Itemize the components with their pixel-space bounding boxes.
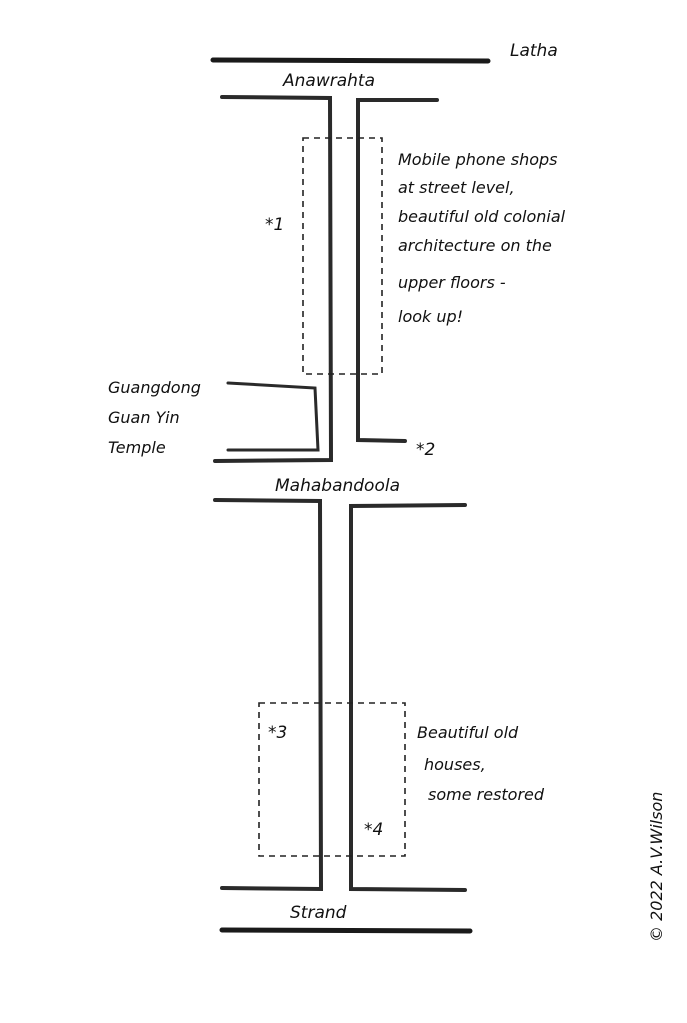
copyright-text: © 2022 A.V.Wilson — [647, 792, 666, 942]
svg-text:look up!: look up! — [398, 307, 463, 326]
svg-text:some restored: some restored — [428, 785, 545, 804]
lower-street-right-edge — [349, 503, 467, 892]
svg-text:beautiful old colonial: beautiful old colonial — [398, 207, 566, 226]
street-label-mahabandoola: Mahabandoola — [275, 476, 400, 496]
marker-1: *1 — [265, 215, 284, 235]
svg-text:upper floors -: upper floors - — [398, 273, 506, 292]
marker-2: *2 — [416, 440, 435, 460]
district-label: Latha — [510, 41, 558, 61]
strand-road-line — [219, 927, 473, 934]
upper-street-left-edge — [213, 95, 334, 463]
svg-text:Beautiful old: Beautiful old — [417, 723, 519, 742]
svg-text:houses,: houses, — [424, 755, 486, 774]
svg-text:Guan Yin: Guan Yin — [108, 408, 180, 427]
svg-text:Guangdong: Guangdong — [108, 378, 201, 397]
upper-street-right-edge — [356, 98, 439, 443]
lower-note: Beautiful old houses, some restored — [417, 723, 545, 804]
temple-label: Guangdong Guan Yin Temple — [108, 378, 201, 457]
svg-text:at street level,: at street level, — [398, 178, 515, 197]
marker-4: *4 — [364, 820, 383, 840]
street-label-strand: Strand — [290, 903, 347, 923]
anawrahta-road-line — [210, 57, 491, 64]
svg-text:Temple: Temple — [108, 438, 166, 457]
svg-text:Mobile phone shops: Mobile phone shops — [398, 150, 557, 169]
lower-street-left-edge — [213, 498, 324, 892]
marker-3: *3 — [268, 723, 287, 743]
dashed-area-2 — [258, 702, 406, 857]
temple-outline — [226, 381, 320, 452]
street-label-anawrahta: Anawrahta — [282, 71, 375, 91]
upper-note: Mobile phone shops at street level, beau… — [398, 150, 566, 326]
dashed-area-1 — [302, 137, 383, 375]
svg-text:architecture on the: architecture on the — [398, 236, 552, 255]
